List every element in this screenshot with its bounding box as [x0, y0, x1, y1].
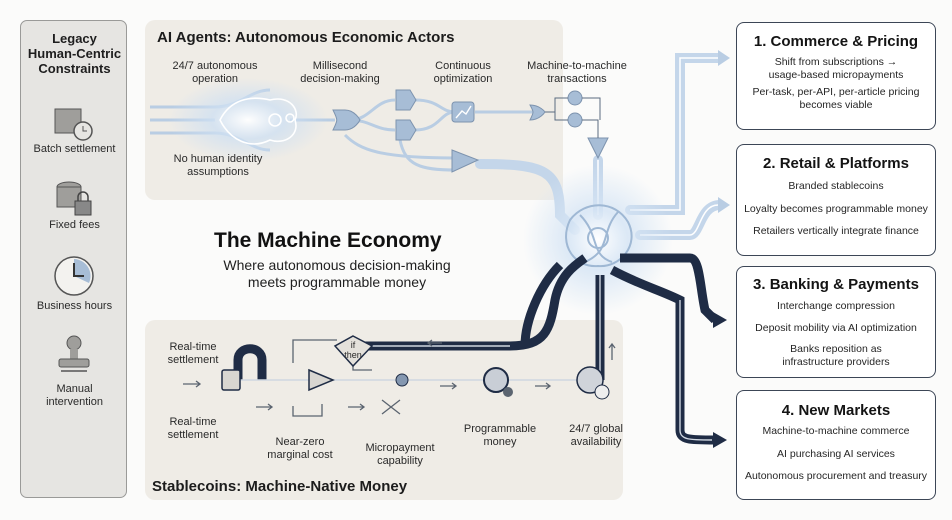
hub-knot: [565, 204, 633, 268]
if-then-diamond-icon: [333, 335, 374, 368]
arrow-retail: [718, 197, 730, 213]
globe-clock-icon: [594, 384, 610, 400]
outcome-new-markets: 4. New Markets Machine-to-machine commer…: [736, 390, 936, 500]
database-lock-icon: [56, 181, 92, 216]
relay-node-icon: [221, 369, 241, 391]
legacy-item-business-hours: Business hours: [36, 300, 113, 312]
legacy-item-batch-settlement: Batch settlement: [33, 143, 116, 155]
box-stopwatch-icon: [54, 108, 93, 141]
stopwatch-icon: [483, 367, 509, 393]
arrow-new-markets: [713, 432, 727, 448]
outcome-title: 3. Banking & Payments: [753, 276, 919, 293]
outcome-title: 4. New Markets: [781, 402, 891, 419]
legacy-item-manual-intervention: Manual intervention: [46, 383, 103, 408]
gear-icon: [503, 387, 513, 397]
m2m-links: [545, 97, 601, 138]
legacy-constraints-panel: Legacy Human-Centric Constraints Batch s…: [20, 20, 127, 498]
ai-gates: [332, 89, 609, 173]
outcome-title: 2. Retail & Platforms: [763, 155, 909, 172]
main-title: The Machine Economy: [214, 229, 442, 252]
stablecoins-title: Stablecoins: Machine-Native Money: [152, 478, 408, 495]
rubber-stamp-icon: [58, 335, 90, 372]
outcome-banking-payments: 3. Banking & Payments Interchange compre…: [736, 266, 936, 378]
amplifier-node-icon: [308, 368, 335, 392]
legacy-title: Legacy Human-Centric Constraints: [27, 31, 122, 76]
arrow-banking: [713, 312, 727, 328]
outcome-commerce-pricing: 1. Commerce & Pricing Shift from subscri…: [736, 22, 936, 130]
legacy-item-fixed-fees: Fixed fees: [49, 219, 100, 231]
arrow-commerce: [718, 50, 730, 66]
outcome-retail-platforms: 2. Retail & Platforms Branded stablecoin…: [736, 144, 936, 256]
globe-icon: [576, 366, 604, 394]
direction-arrows: [183, 339, 616, 417]
ai-agents-title: AI Agents: Autonomous Economic Actors: [157, 29, 455, 46]
outcome-title: 1. Commerce & Pricing: [753, 33, 919, 50]
ai-brain-circuit: [219, 97, 297, 145]
ai-brain-glow: [168, 78, 328, 162]
money-nodes: [221, 335, 610, 400]
micropayment-node-icon: [395, 373, 409, 387]
clock-icon: [54, 256, 94, 296]
